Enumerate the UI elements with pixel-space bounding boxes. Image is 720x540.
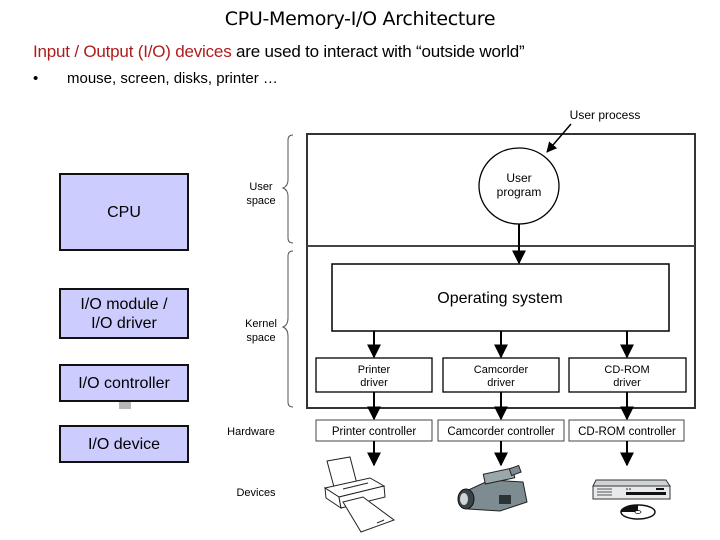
printer-icon [323,456,396,533]
io-device-label: I/O device [87,435,161,453]
bullet-marker: • [33,70,39,87]
user-space-label-line2: space [246,195,275,207]
io-controller-box: I/O controller [59,364,189,402]
cdrom-driver-label-line2: driver [613,377,641,389]
io-controller-label: I/O controller [78,374,170,392]
slide-title: CPU-Memory-I/O Architecture [224,8,496,30]
user-space-label-line1: User [249,181,273,193]
kernel-space-brace [281,250,294,408]
user-process-label: User process [570,108,641,122]
io-module-box: I/O module / I/O driver [59,288,189,339]
camcorder-driver-box [442,357,560,393]
printer-driver-label-line2: driver [360,377,388,389]
io-device-box: I/O device [59,425,189,463]
intro-text: Input / Output (I/O) devices are used to… [33,42,525,62]
printer-driver-label-line1: Printer [358,364,391,376]
io-module-label-line2: I/O driver [91,314,157,332]
intro-rest: are used to interact with “outside world… [231,42,525,61]
user-process-arrow [546,123,572,153]
hardware-label: Hardware [227,426,275,438]
cdrom-drive-icon [592,479,671,520]
devices-label: Devices [236,487,276,499]
cpu-label: CPU [107,203,141,221]
io-module-label-line1: I/O module / [80,295,168,313]
camcorder-controller-label: Camcorder controller [447,426,555,438]
user-space-brace [281,134,294,244]
cdrom-controller-label: CD-ROM controller [578,426,676,438]
camcorder-driver-label-line1: Camcorder [474,364,529,376]
kernel-space-label-line2: space [246,332,275,344]
bullet-item: • mouse, screen, disks, printer … [33,70,278,87]
cdrom-driver-label-line1: CD-ROM [604,364,649,376]
kernel-space-label-line1: Kernel [245,318,277,330]
cpu-box: CPU [59,173,189,251]
camcorder-icon [457,464,528,512]
operating-system-box [331,263,670,332]
camcorder-driver-label-line2: driver [487,377,515,389]
operating-system-label: Operating system [437,290,562,307]
io-connector [119,402,131,409]
printer-controller-label: Printer controller [332,426,417,438]
bullet-text: mouse, screen, disks, printer … [67,70,278,87]
user-program-label-line1: User [506,171,531,185]
intro-highlight: Input / Output (I/O) devices [33,42,232,61]
printer-driver-box [315,357,433,393]
user-program-label-line2: program [497,185,542,199]
